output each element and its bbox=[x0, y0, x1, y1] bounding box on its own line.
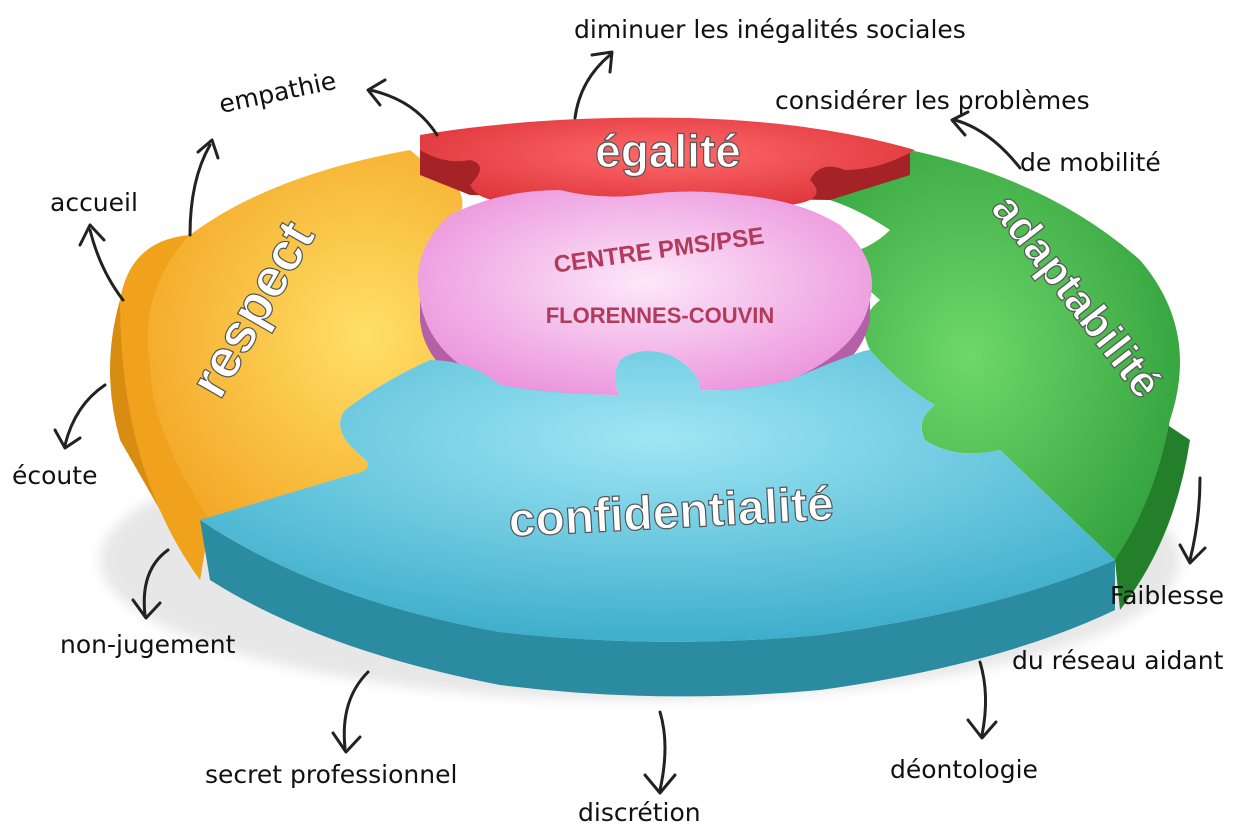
label-considerer-2: de mobilité bbox=[1020, 148, 1161, 177]
label-accueil: accueil bbox=[50, 188, 138, 217]
respect-piece-front bbox=[120, 235, 210, 580]
arrow-faiblesse bbox=[1178, 476, 1207, 565]
label-discretion: discrétion bbox=[578, 798, 701, 827]
arrows bbox=[53, 50, 1207, 795]
label-diminuer: diminuer les inégalités sociales bbox=[574, 15, 966, 44]
label-deontologie: déontologie bbox=[890, 755, 1038, 784]
adaptabilite-piece-top bbox=[828, 150, 1180, 560]
arrow-empathie bbox=[366, 78, 439, 137]
egalite-piece-top bbox=[420, 117, 915, 210]
arrow-ecoute bbox=[53, 383, 107, 450]
adaptabilite-piece-side bbox=[1115, 420, 1190, 610]
center-line2: FLORENNES-COUVIN bbox=[546, 303, 775, 328]
respect-piece bbox=[110, 150, 511, 580]
egalite-piece bbox=[420, 117, 915, 210]
arrow-discretion bbox=[643, 710, 677, 795]
arrow-accueil bbox=[188, 138, 220, 237]
label-nonjugement: non-jugement bbox=[60, 630, 236, 659]
arrow-diminuer bbox=[573, 50, 614, 120]
arrow-accueil-2 bbox=[78, 223, 125, 302]
arrow-deontologie bbox=[966, 660, 998, 740]
arrow-nonjugement bbox=[131, 548, 170, 620]
label-considerer-1: considérer les problèmes bbox=[775, 86, 1090, 115]
confidentialite-piece bbox=[200, 350, 1115, 697]
label-faiblesse-1: Faiblesse bbox=[1110, 581, 1224, 610]
label-secret: secret professionnel bbox=[205, 760, 458, 789]
adaptabilite-piece bbox=[828, 150, 1190, 610]
respect-piece-top bbox=[148, 150, 511, 520]
label-ecoute: écoute bbox=[12, 461, 98, 490]
egalite-label: égalité bbox=[595, 125, 741, 177]
arrow-considerer bbox=[950, 110, 1022, 170]
label-faiblesse-2: du réseau aidant bbox=[1012, 646, 1224, 675]
confidentialite-piece-top bbox=[200, 350, 1115, 642]
confidentialite-piece-side bbox=[200, 520, 1115, 697]
center-piece-top bbox=[418, 190, 872, 395]
arrow-secret bbox=[331, 670, 370, 754]
center-piece bbox=[418, 190, 872, 413]
